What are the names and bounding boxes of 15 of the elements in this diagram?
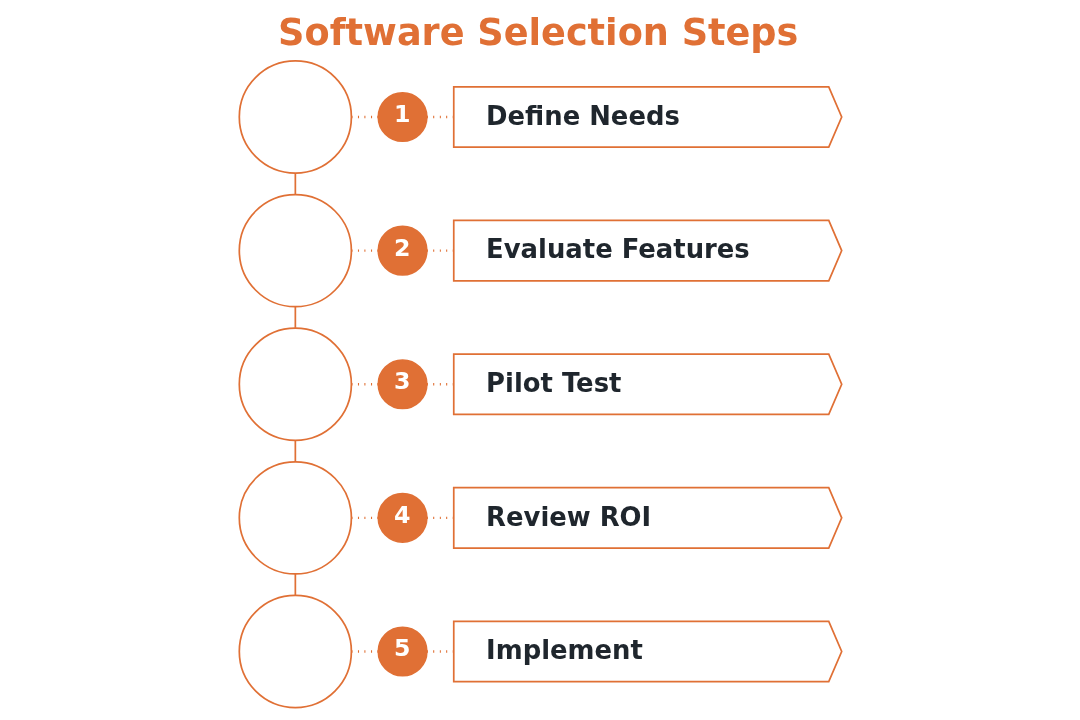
node-circle: 1 [376,91,428,143]
node-circle [237,594,352,709]
node-circle: 4 [376,492,428,543]
connector [294,573,296,596]
connector [294,305,296,329]
connector [294,439,296,463]
node-circle [237,60,352,174]
node-circle [237,193,352,308]
node-circle: 5 [376,626,428,677]
node-circle: 3 [376,359,428,410]
node-circle [237,460,352,575]
connector [294,172,296,196]
diagram-title: Software Selection Steps [277,11,798,55]
node-circle: 2 [376,225,428,276]
node-circle [237,327,352,442]
